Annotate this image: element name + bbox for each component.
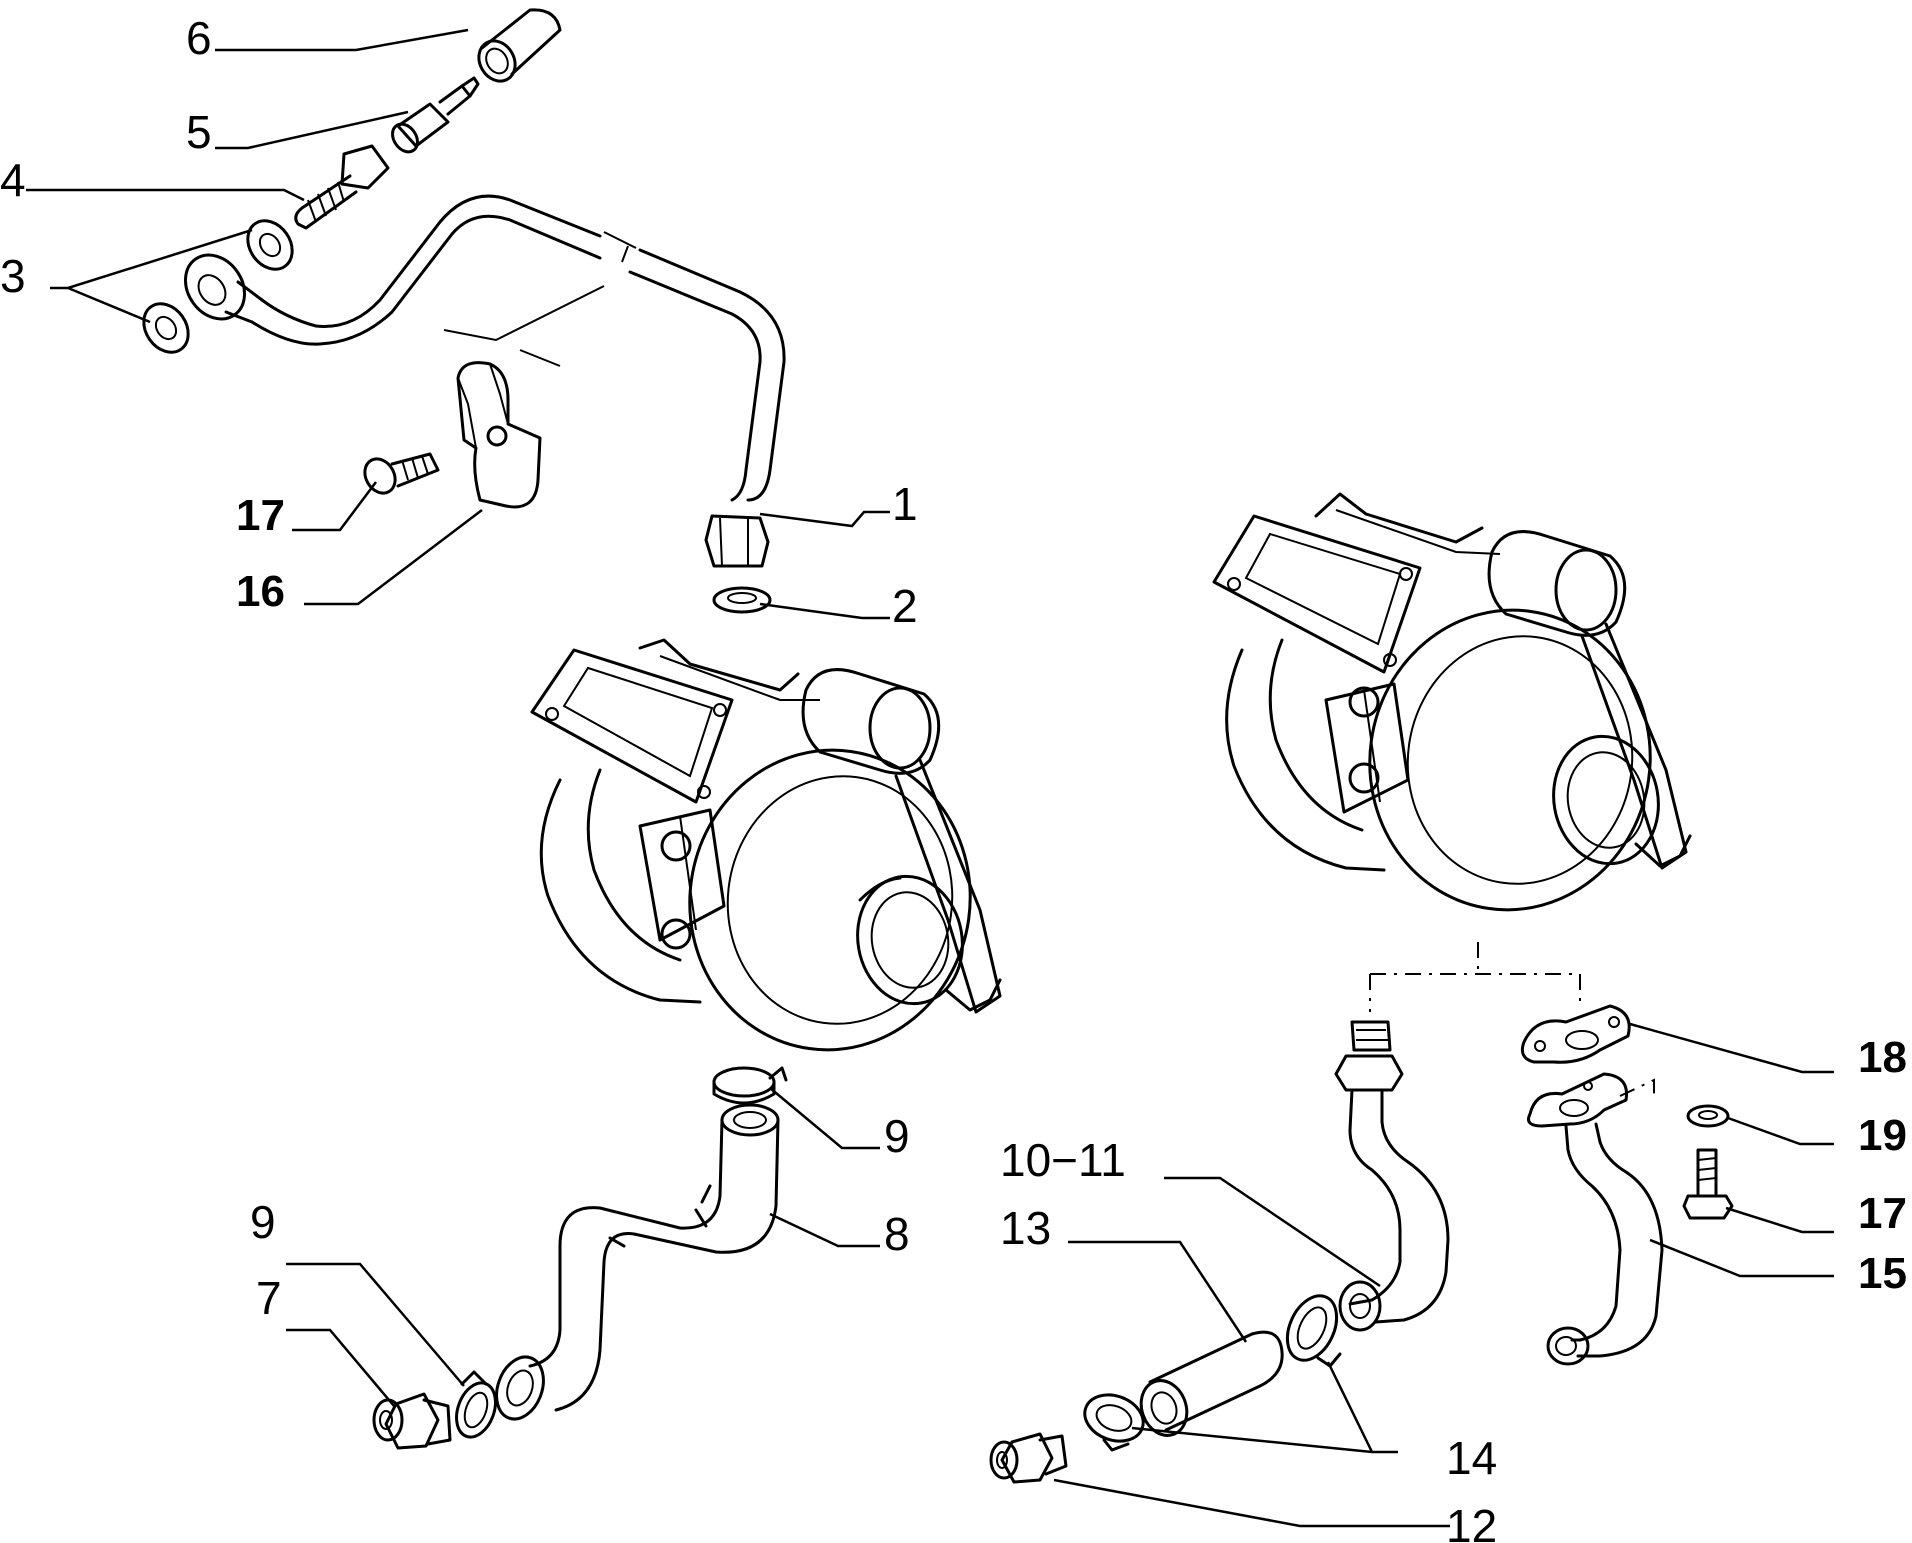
callout-9-lower: 9 (250, 1196, 276, 1248)
callout-8: 8 (884, 1208, 910, 1260)
callout-17: 17 (236, 491, 285, 540)
callout-3: 3 (0, 250, 26, 302)
callout-2: 2 (892, 580, 918, 632)
part-5-sensor (391, 76, 480, 154)
assembly-connector-lines (1369, 942, 1655, 1097)
part-15-drain-pipe (1527, 1072, 1664, 1366)
part-14-clamp-upper (1285, 1294, 1342, 1368)
leader-lines (26, 28, 1834, 1528)
part-6-cap (477, 8, 562, 83)
part-1-oil-feed-pipe (184, 194, 786, 568)
part-14-clamp-lower (1083, 1393, 1145, 1452)
callout-1: 1 (892, 478, 918, 530)
callout-5: 5 (186, 106, 212, 158)
callout-19: 19 (1858, 1111, 1907, 1160)
part-17-screw (363, 452, 440, 495)
turbocharger-right (1212, 492, 1692, 912)
part-18-gasket (1520, 1004, 1631, 1064)
callout-12: 12 (1446, 1500, 1497, 1543)
callout-16: 16 (236, 567, 285, 616)
callout-labels: 6 5 4 3 1 2 17 16 9 8 9 7 10−11 13 14 12… (0, 12, 1907, 1543)
callout-4: 4 (0, 154, 26, 206)
callout-7: 7 (256, 1272, 282, 1324)
part-2-washer (712, 586, 772, 614)
part-17-screw-right (1682, 1148, 1734, 1220)
part-4-banjo-bolt (294, 144, 390, 230)
part-9-clamp-lower (455, 1370, 497, 1439)
section-break-marker (443, 285, 605, 367)
callout-13: 13 (1000, 1202, 1051, 1254)
turbocharger-left (530, 638, 1002, 1052)
part-10-11-return-pipe (1334, 1020, 1450, 1332)
callout-10-11: 10−11 (1000, 1134, 1126, 1186)
callout-6: 6 (186, 12, 212, 64)
callout-9-upper: 9 (884, 1110, 910, 1162)
part-13-hose (1139, 1330, 1284, 1437)
part-16-clamp-bracket (456, 361, 542, 509)
callout-17-right: 17 (1858, 1189, 1907, 1238)
part-12-union (989, 1432, 1068, 1484)
part-8-hose (495, 1103, 780, 1421)
part-19-washer (1686, 1104, 1730, 1128)
part-3-washers (142, 219, 294, 354)
callout-14: 14 (1446, 1432, 1497, 1484)
part-9-clamp-upper (712, 1066, 788, 1105)
part-7-union (372, 1392, 452, 1450)
callout-15: 15 (1858, 1249, 1907, 1298)
callout-18: 18 (1858, 1033, 1907, 1082)
